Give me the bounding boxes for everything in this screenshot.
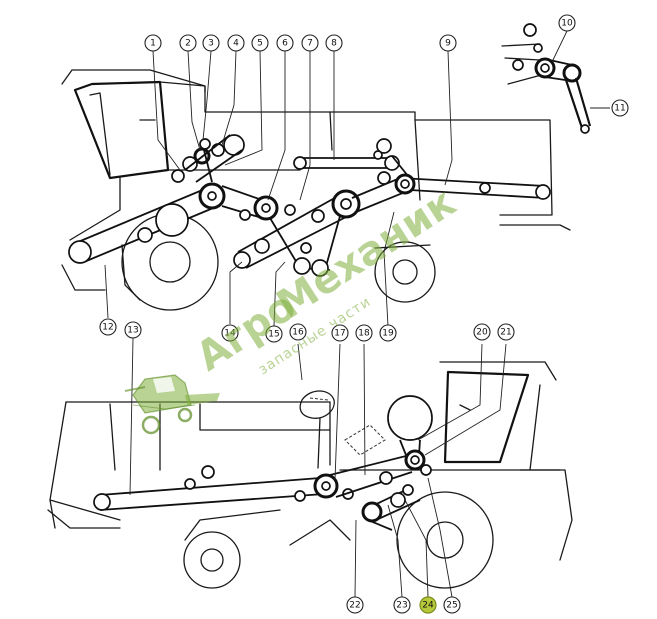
callout-20: 20 — [473, 323, 491, 341]
inset-detail — [501, 23, 592, 134]
belts-bottom — [93, 439, 432, 531]
callout-21: 21 — [497, 323, 515, 341]
callout-circle — [393, 596, 411, 614]
callout-number: 5 — [257, 39, 263, 49]
callout-number: 19 — [382, 329, 394, 339]
callout-circle — [443, 596, 461, 614]
callout-number: 2 — [185, 39, 191, 49]
callout-22: 22 — [346, 596, 364, 614]
callout-7: 7 — [301, 34, 319, 52]
callout-17: 17 — [331, 324, 349, 342]
callout-number: 3 — [208, 39, 214, 49]
callout-number: 12 — [102, 323, 113, 333]
callout-number: 4 — [233, 39, 239, 49]
callout-number: 22 — [349, 601, 360, 611]
callout-number: 10 — [561, 19, 573, 29]
callout-circle — [473, 323, 491, 341]
callout-circle — [251, 34, 269, 52]
callout-number: 23 — [396, 601, 407, 611]
callout-leaders — [104, 30, 610, 598]
combine-bottom-outline — [47, 361, 573, 589]
callout-circle — [558, 14, 576, 32]
callout-circle — [497, 323, 515, 341]
callout-16: 16 — [289, 323, 307, 341]
callout-11: 11 — [611, 99, 629, 117]
callout-number: 11 — [614, 104, 625, 114]
callout-9: 9 — [439, 34, 457, 52]
callout-number: 16 — [292, 328, 304, 338]
callout-number: 7 — [307, 39, 313, 49]
callout-circle — [331, 324, 349, 342]
callout-13: 13 — [124, 321, 142, 339]
callout-circle — [227, 34, 245, 52]
callout-circle — [289, 323, 307, 341]
callout-circle — [221, 324, 239, 342]
callout-number: 15 — [268, 330, 279, 340]
callout-4: 4 — [227, 34, 245, 52]
callout-number: 17 — [334, 329, 345, 339]
callout-2: 2 — [179, 34, 197, 52]
callout-1: 1 — [144, 34, 162, 52]
combine-top-outline — [61, 69, 571, 311]
callout-number: 8 — [331, 39, 337, 49]
callout-10: 10 — [558, 14, 576, 32]
callout-circle — [419, 596, 437, 614]
callout-24: 24 — [419, 596, 437, 614]
callout-circle — [179, 34, 197, 52]
callout-12: 12 — [99, 318, 117, 336]
callout-number: 13 — [127, 326, 138, 336]
callout-3: 3 — [202, 34, 220, 52]
callout-circle — [439, 34, 457, 52]
callout-circle — [144, 34, 162, 52]
callout-5: 5 — [251, 34, 269, 52]
callout-circle — [611, 99, 629, 117]
callout-number: 25 — [446, 601, 457, 611]
callout-6: 6 — [276, 34, 294, 52]
callout-number: 24 — [422, 601, 434, 611]
callout-19: 19 — [379, 324, 397, 342]
callout-circle — [346, 596, 364, 614]
callout-15: 15 — [265, 325, 283, 343]
callout-number: 9 — [445, 39, 451, 49]
callout-25: 25 — [443, 596, 461, 614]
callout-18: 18 — [355, 324, 373, 342]
callout-circle — [355, 324, 373, 342]
callout-circle — [325, 34, 343, 52]
callout-circle — [379, 324, 397, 342]
callout-number: 20 — [476, 328, 488, 338]
callout-circle — [124, 321, 142, 339]
callout-number: 21 — [500, 328, 511, 338]
harvester-logo-icon — [124, 374, 220, 435]
callout-8: 8 — [325, 34, 343, 52]
callout-number: 1 — [150, 39, 156, 49]
callout-circle — [301, 34, 319, 52]
callout-14: 14 — [221, 324, 239, 342]
callout-number: 18 — [358, 329, 370, 339]
callout-circle — [265, 325, 283, 343]
callout-circle — [99, 318, 117, 336]
callout-23: 23 — [393, 596, 411, 614]
callout-number: 6 — [282, 39, 288, 49]
callout-circle — [202, 34, 220, 52]
callout-number: 14 — [224, 329, 236, 339]
belts-top — [68, 134, 551, 277]
callout-circle — [276, 34, 294, 52]
